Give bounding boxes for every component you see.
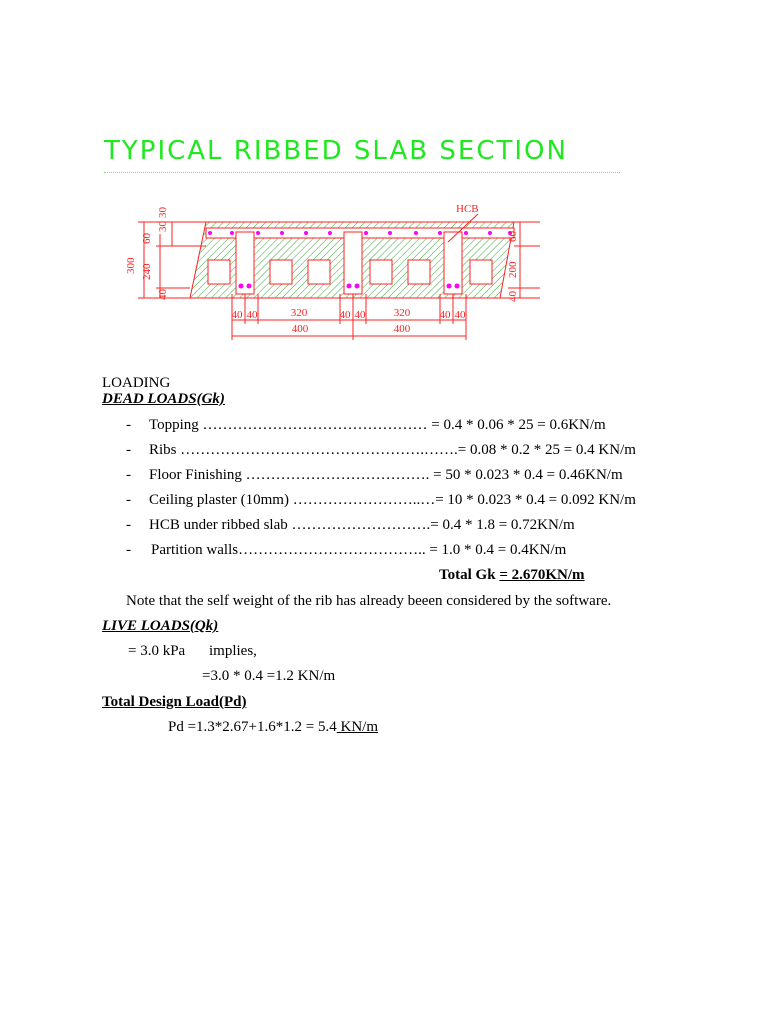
dead-item-dash: - <box>126 517 131 533</box>
slab-body <box>189 221 515 299</box>
hcb-label: HCB <box>456 203 479 215</box>
dim-bottom-400b: 400 <box>394 323 411 335</box>
dim-left-30a: 30 <box>157 221 169 233</box>
design-load-formula: Pd =1.3*2.67+1.6*1.2 = 5.4 <box>168 719 337 735</box>
dead-item-dash: - <box>126 467 131 483</box>
dim-left-40: 40 <box>157 289 169 301</box>
live-load-value: = 3.0 kPa <box>128 643 186 659</box>
design-load-unit: KN/m <box>336 719 378 735</box>
design-load-formula-row: Pd =1.3*2.67+1.6*1.2 = 5.4 KN/m <box>168 718 378 736</box>
dead-item-dash: - <box>126 492 131 508</box>
ribbed-slab-section-drawing: HCB 300 240 60 40 30 30 60 200 40 <box>125 203 540 340</box>
dim-right-40: 40 <box>507 291 519 303</box>
dim-bottom-40a: 40 <box>232 309 244 321</box>
dead-loads-heading: DEAD LOADS(Gk) <box>102 391 225 407</box>
reinforcement-bars <box>208 231 512 289</box>
dim-bottom-40d: 40 <box>355 309 367 321</box>
live-loads-heading: LIVE LOADS(Qk) <box>102 618 219 634</box>
dim-bottom-40e: 40 <box>440 309 452 321</box>
loading-heading: LOADING <box>102 375 171 391</box>
dead-item-ribs: Ribs ………………………………………….…….= 0.08 * 0.2 * … <box>149 442 636 458</box>
total-gk-value: = 2.670KN/m <box>499 567 585 583</box>
dim-right-60: 60 <box>507 231 519 243</box>
total-gk-row: Total Gk = 2.670KN/m <box>439 566 585 584</box>
live-load-result: =3.0 * 0.4 =1.2 KN/m <box>202 668 336 684</box>
dim-right-200: 200 <box>507 261 519 278</box>
dead-item-dash: - <box>126 417 131 433</box>
dim-bottom-320b: 320 <box>394 307 411 319</box>
dim-bottom-400a: 400 <box>292 323 309 335</box>
dead-item-hcb: HCB under ribbed slab ……………………….= 0.4 * … <box>149 517 575 533</box>
title-underline <box>104 172 620 173</box>
page-title: TYPICAL RIBBED SLAB SECTION <box>104 136 568 166</box>
dim-bottom-40f: 40 <box>455 309 467 321</box>
dim-bottom-320a: 320 <box>291 307 308 319</box>
dim-bottom-40b: 40 <box>247 309 259 321</box>
dim-left-300: 300 <box>125 257 137 274</box>
self-weight-note: Note that the self weight of the rib has… <box>126 593 612 609</box>
dead-item-partition-walls: Partition walls……………………………….. = 1.0 * 0.… <box>151 542 567 558</box>
dim-left-240: 240 <box>141 263 153 280</box>
dim-bottom-40c: 40 <box>340 309 352 321</box>
dead-item-ceiling-plaster: Ceiling plaster (10mm) ……………………..…= 10 *… <box>149 492 636 508</box>
total-gk-label: Total Gk <box>439 567 500 583</box>
dead-item-floor-finishing: Floor Finishing ………………………………. = 50 * 0.0… <box>149 467 623 483</box>
total-design-heading: Total Design Load(Pd) <box>102 694 247 710</box>
live-load-implies: implies, <box>209 643 257 659</box>
dead-item-dash: - <box>126 442 131 458</box>
dim-left-30b: 30 <box>157 207 169 219</box>
dim-left-60: 60 <box>141 233 153 245</box>
dead-item-dash: - <box>126 542 131 558</box>
dead-item-topping: Topping ……………………………………… = 0.4 * 0.06 * 2… <box>149 417 606 433</box>
